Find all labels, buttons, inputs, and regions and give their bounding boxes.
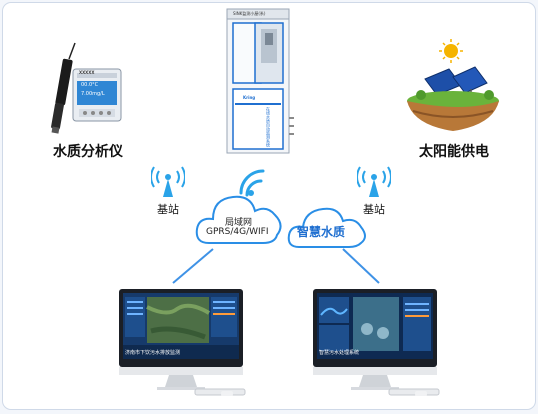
network-label-line2: GPRS/4G/WIFI: [206, 227, 269, 237]
sun-icon: [439, 39, 463, 63]
analyzer-reading-2: 7.00mg/L: [81, 91, 105, 97]
ground-island-icon: [407, 90, 499, 131]
diagram-canvas: XXXXX 00.0°C 7.00mg/L 水质分析仪 SINK监测小屋(系) …: [2, 2, 536, 410]
left-monitor-caption: 济南市下饮污水排放监测: [125, 350, 181, 356]
solar-panel-icon: [424, 66, 488, 101]
link-line-left: [172, 248, 214, 284]
water-analyzer-illustration: [51, 42, 122, 134]
right-monitor: [313, 289, 440, 396]
right-monitor-caption: 智慧污水处理系统: [319, 350, 360, 356]
network-cloud-icon: [195, 195, 282, 244]
label-solar-power: 太阳能供电: [419, 144, 489, 160]
base-station-right-icon: [357, 166, 391, 197]
smart-water-label: 智慧水质: [297, 225, 346, 239]
label-water-analyzer: 水质分析仪: [53, 144, 123, 160]
label-base-station-right: 基站: [363, 203, 385, 216]
label-base-station-left: 基站: [157, 203, 179, 216]
left-monitor: [119, 289, 246, 396]
connection-lines: [172, 248, 380, 284]
probe-sensor-icon: [51, 42, 76, 134]
analyzer-reading-1: 00.0°C: [81, 82, 99, 88]
cabinet-brand: Kring: [243, 95, 256, 100]
cabinet-top-plate: SINK监测小屋(系): [233, 11, 266, 16]
wifi-signal-icon: [239, 169, 265, 197]
cabinet-side-text: 在线水质自动监测系统: [266, 107, 271, 147]
solar-power-illustration: [407, 39, 499, 131]
smart-water-cloud-icon: [287, 207, 366, 248]
network-label-line1: 局域网: [225, 218, 253, 228]
link-line-right: [342, 248, 380, 284]
base-station-left-icon: [151, 166, 185, 197]
analyzer-brand: XXXXX: [79, 70, 95, 75]
monitoring-cabinet-illustration: [226, 8, 294, 154]
meter-device-icon: [72, 68, 122, 122]
